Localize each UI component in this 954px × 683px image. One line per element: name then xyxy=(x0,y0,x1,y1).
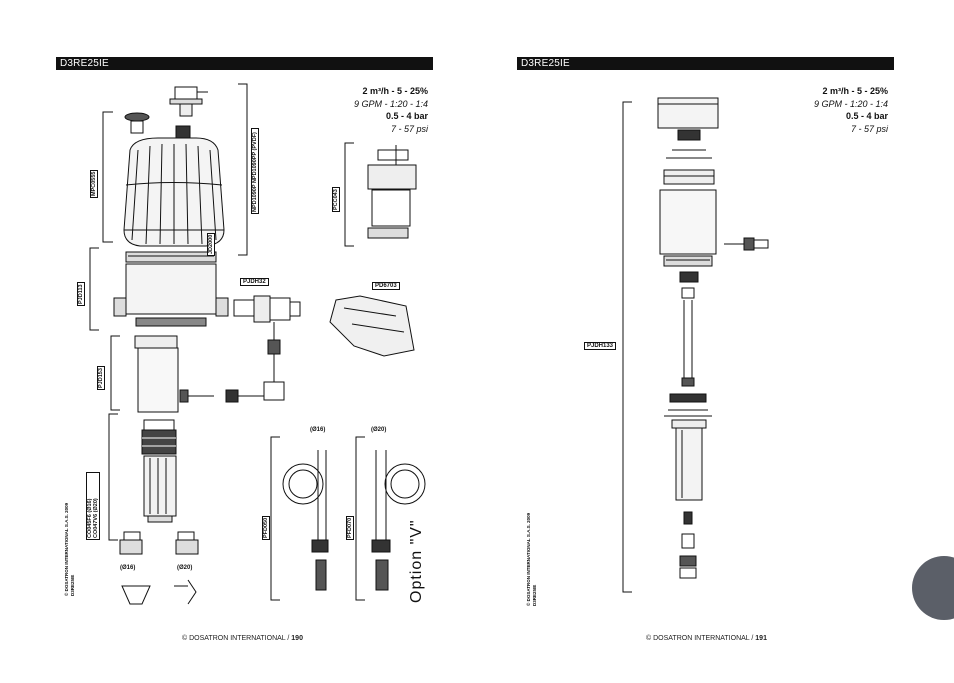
right-footer: © DOSATRON INTERNATIONAL / 191 xyxy=(646,635,767,642)
right-footer-text: © DOSATRON INTERNATIONAL / xyxy=(646,635,754,642)
left-footer-text: © DOSATRON INTERNATIONAL / xyxy=(182,635,290,642)
right-spec-flow-us: 9 GPM - 1:20 - 1:4 xyxy=(813,98,888,109)
left-spec-flow: 2 m³/h - 5 - 25% xyxy=(362,86,428,96)
left-spec-pressure-us: 7 - 57 psi xyxy=(390,123,428,134)
right-spec-flow: 2 m³/h - 5 - 25% xyxy=(822,86,888,96)
right-spec-pressure: 0.5 - 4 bar xyxy=(845,111,888,121)
right-page-title: D3RE25IE xyxy=(521,58,570,69)
left-page-title-banner: D3RE25IE xyxy=(56,57,433,70)
left-footer: © DOSATRON INTERNATIONAL / 190 xyxy=(182,635,303,642)
left-specs: 2 m³/h - 5 - 25% 9 GPM - 1:20 - 1:4 0.5 … xyxy=(300,85,428,135)
left-page-title: D3RE25IE xyxy=(60,58,109,69)
right-copyright: © DOSATRON INTERNATIONAL S.A.S. 2009 D3R… xyxy=(526,512,537,606)
size-d16-bottom: (Ø16) xyxy=(118,565,138,571)
right-spec-pressure-us: 7 - 57 psi xyxy=(850,123,888,134)
size-d20-top: (Ø20) xyxy=(369,427,389,433)
right-page-number: 191 xyxy=(755,635,767,642)
size-d20-bottom: (Ø20) xyxy=(175,565,195,571)
label-pjdh: PJDH133 xyxy=(584,342,617,350)
right-specs: 2 m³/h - 5 - 25% 9 GPM - 1:20 - 1:4 0.5 … xyxy=(760,85,888,135)
left-page-number: 190 xyxy=(291,635,303,642)
left-spec-flow-us: 9 GPM - 1:20 - 1:4 xyxy=(353,98,428,109)
size-d16-top: (Ø16) xyxy=(308,427,328,433)
label-pd: PD6703 xyxy=(372,282,400,290)
left-spec-pressure: 0.5 - 4 bar xyxy=(385,111,428,121)
right-page-title-banner: D3RE25IE xyxy=(517,57,894,70)
label-pjdh32: PJDH32 xyxy=(240,278,269,286)
